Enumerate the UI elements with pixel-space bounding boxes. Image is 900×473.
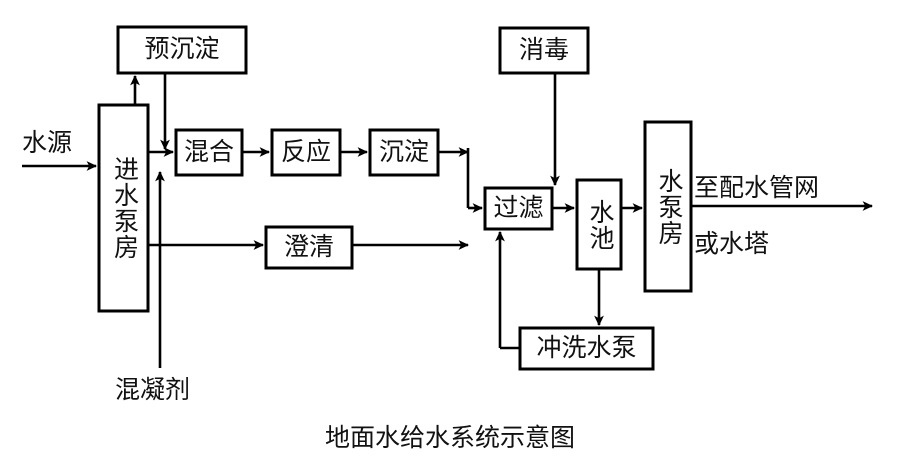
label-to-distribution-network: 至配水管网 bbox=[694, 175, 820, 202]
node-box-wash-pump bbox=[518, 326, 655, 371]
node-box-filter bbox=[483, 186, 554, 231]
node-box-intake-pump bbox=[97, 103, 150, 313]
node-box-pump-house bbox=[643, 120, 693, 293]
node-box-clarify bbox=[264, 225, 354, 270]
node-box-pre-sed bbox=[116, 25, 248, 75]
label-water-source: 水源 bbox=[22, 130, 73, 157]
figure-caption: 地面水给水系统示意图 bbox=[324, 425, 575, 452]
node-box-mixing bbox=[174, 128, 244, 177]
label-or-water-tower: 或水塔 bbox=[694, 231, 770, 258]
node-box-reaction bbox=[270, 128, 342, 177]
label-coagulant: 混凝剂 bbox=[115, 377, 191, 404]
node-box-disinfect bbox=[498, 26, 590, 75]
node-box-sediment bbox=[368, 128, 440, 177]
node-box-reservoir bbox=[575, 178, 623, 271]
